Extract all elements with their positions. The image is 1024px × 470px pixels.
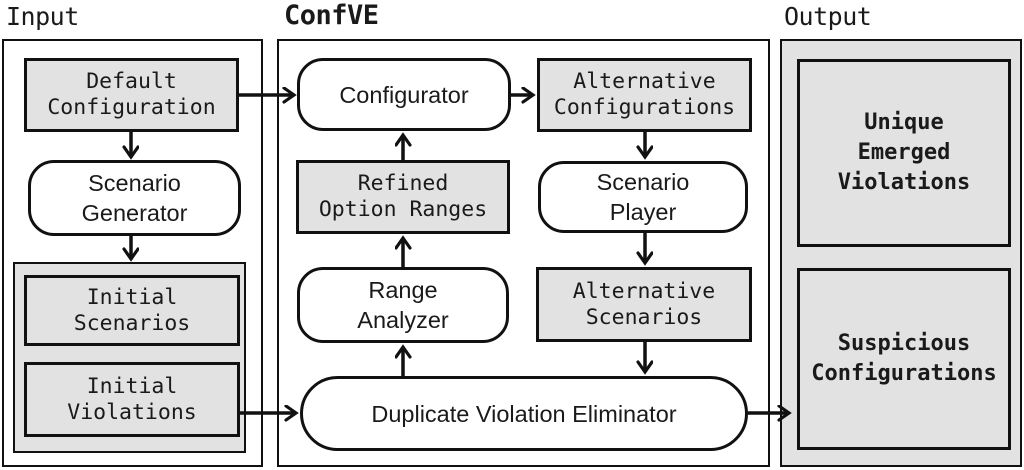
node-scenario-player: Scenario Player xyxy=(538,161,748,233)
node-duplicate-violation-eliminator: Duplicate Violation Eliminator xyxy=(300,376,748,451)
node-suspicious-configurations: Suspicious Configurations xyxy=(797,268,1011,450)
confve-section-label: ConfVE xyxy=(284,0,379,31)
node-alternative-configurations: Alternative Configurations xyxy=(537,58,752,132)
input-section-label: Input xyxy=(6,2,79,31)
node-initial-scenarios: Initial Scenarios xyxy=(24,275,240,346)
node-scenario-generator: Scenario Generator xyxy=(28,160,241,236)
output-section-label: Output xyxy=(784,2,872,31)
node-unique-emerged-violations: Unique Emerged Violations xyxy=(797,59,1011,247)
node-default-configuration: Default Configuration xyxy=(24,58,239,132)
node-range-analyzer: Range Analyzer xyxy=(297,267,509,343)
node-alternative-scenarios: Alternative Scenarios xyxy=(536,267,752,342)
node-configurator: Configurator xyxy=(297,58,511,131)
node-refined-option-ranges: Refined Option Ranges xyxy=(296,160,510,234)
node-initial-violations: Initial Violations xyxy=(24,362,240,437)
